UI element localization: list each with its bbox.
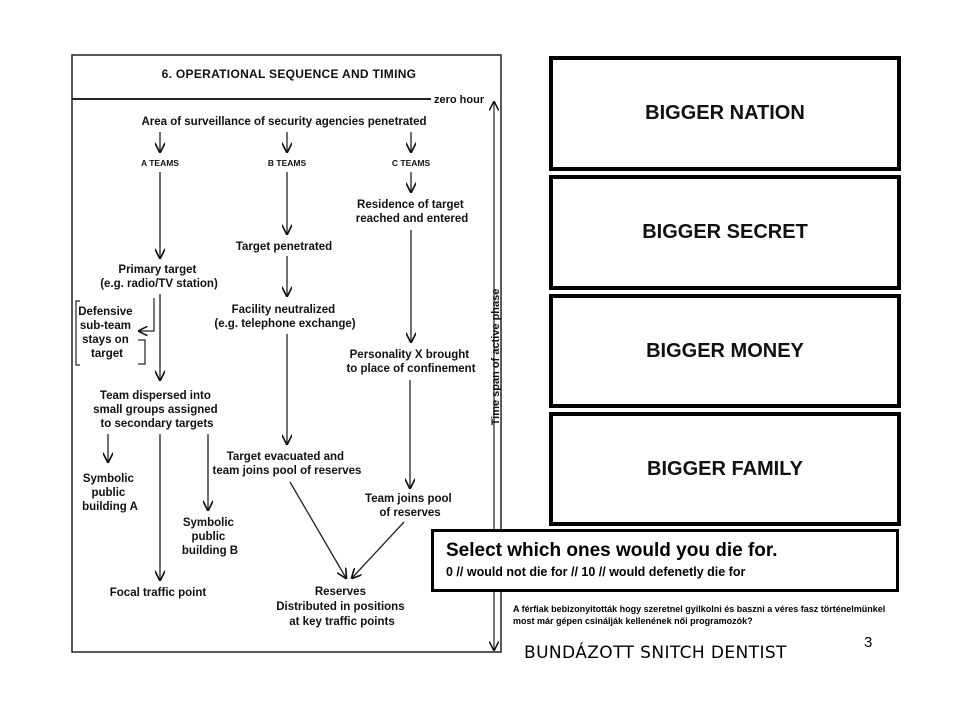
choice-bigger-family-label: BIGGER FAMILY — [647, 457, 803, 480]
node-symbolic-building-a: Symbolic public building A — [82, 473, 138, 513]
zero-hour-label: zero hour — [434, 94, 485, 106]
choice-bigger-nation-label: BIGGER NATION — [645, 102, 805, 124]
time-span-label: Time span of active phase — [490, 289, 502, 426]
choice-bigger-money[interactable]: BIGGER MONEY — [549, 294, 901, 408]
choice-bigger-family[interactable]: BIGGER FAMILY — [549, 412, 901, 526]
note-text: A férfiak bebizonyitották hogy szeretnel… — [513, 604, 886, 626]
team-b-label: B TEAMS — [268, 158, 307, 168]
team-a-label: A TEAMS — [141, 158, 179, 168]
node-focal-traffic-point: Focal traffic point — [110, 587, 207, 599]
diagram-title: 6. OPERATIONAL SEQUENCE AND TIMING — [162, 67, 417, 81]
node-defensive-subteam: Defensive sub-team stays on target — [78, 306, 136, 360]
choice-bigger-secret[interactable]: BIGGER SECRET — [549, 175, 901, 290]
node-personality-x: Personality X brought to place of confin… — [346, 349, 475, 375]
defensive-return-arrow — [139, 298, 155, 331]
node-symbolic-building-b: Symbolic public building B — [182, 517, 238, 557]
page-number: 3 — [864, 634, 873, 651]
defensive-bracket — [75, 300, 80, 366]
operational-sequence-diagram: 6. OPERATIONAL SEQUENCE AND TIMING zero … — [71, 54, 502, 653]
node-facility-neutralized: Facility neutralized (e.g. telephone exc… — [214, 304, 355, 330]
node-primary-target: Primary target (e.g. radio/TV station) — [100, 264, 218, 290]
node-target-evacuated: Target evacuated and team joins pool of … — [213, 451, 362, 477]
diagram-frame — [71, 54, 502, 653]
team-c-label: C TEAMS — [392, 158, 431, 168]
node-team-joins-pool: Team joins pool of reserves — [365, 493, 455, 519]
node-team-dispersed: Team dispersed into small groups assigne… — [93, 390, 221, 430]
node-start: Area of surveillance of security agencie… — [141, 116, 426, 128]
prompt-box: Select which ones would you die for. 0 /… — [431, 529, 899, 592]
prompt-title: Select which ones would you die for. — [446, 540, 778, 561]
node-residence-of-target: Residence of target reached and entered — [356, 199, 468, 225]
choice-bigger-secret-label: BIGGER SECRET — [642, 221, 808, 243]
choice-bigger-money-label: BIGGER MONEY — [646, 339, 804, 362]
footer-caption: BUNDÁZOTT SNITCH DENTIST — [524, 643, 787, 663]
node-target-penetrated: Target penetrated — [236, 241, 332, 253]
choice-bigger-nation[interactable]: BIGGER NATION — [549, 56, 901, 171]
prompt-scale: 0 // would not die for // 10 // would de… — [446, 565, 746, 579]
node-reserves: Reserves Distributed in positions at key… — [276, 586, 408, 628]
